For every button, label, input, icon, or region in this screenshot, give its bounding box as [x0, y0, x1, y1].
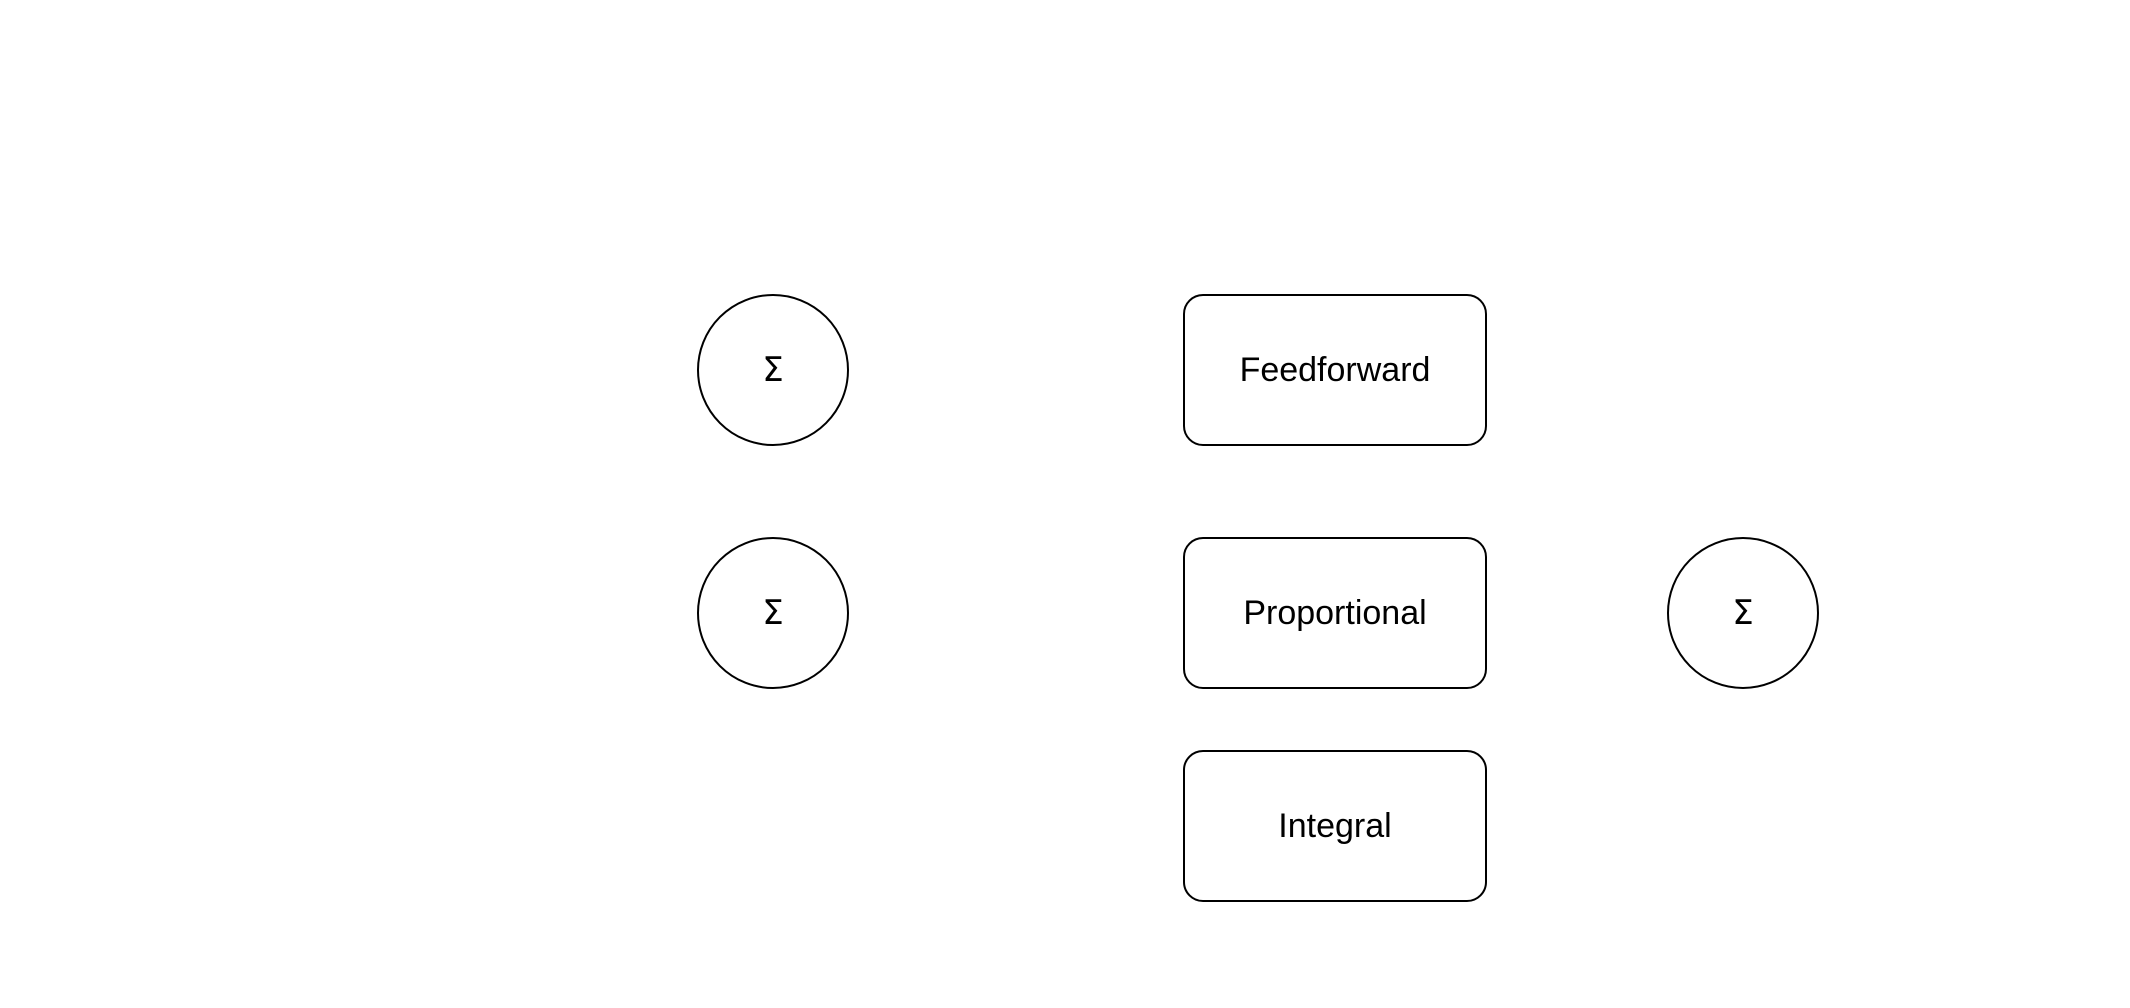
summing-junction-top: Σ: [697, 294, 849, 446]
proportional-label: Proportional: [1243, 594, 1427, 632]
summing-junction-symbol: Σ: [762, 593, 784, 633]
proportional-block: Proportional: [1183, 537, 1487, 689]
summing-junction-symbol: Σ: [762, 350, 784, 390]
integral-label: Integral: [1278, 807, 1392, 845]
feedforward-block: Feedforward: [1183, 294, 1487, 446]
summing-junction-symbol: Σ: [1732, 593, 1754, 633]
feedforward-label: Feedforward: [1239, 351, 1431, 389]
summing-junction-middle: Σ: [697, 537, 849, 689]
summing-junction-output: Σ: [1667, 537, 1819, 689]
integral-block: Integral: [1183, 750, 1487, 902]
